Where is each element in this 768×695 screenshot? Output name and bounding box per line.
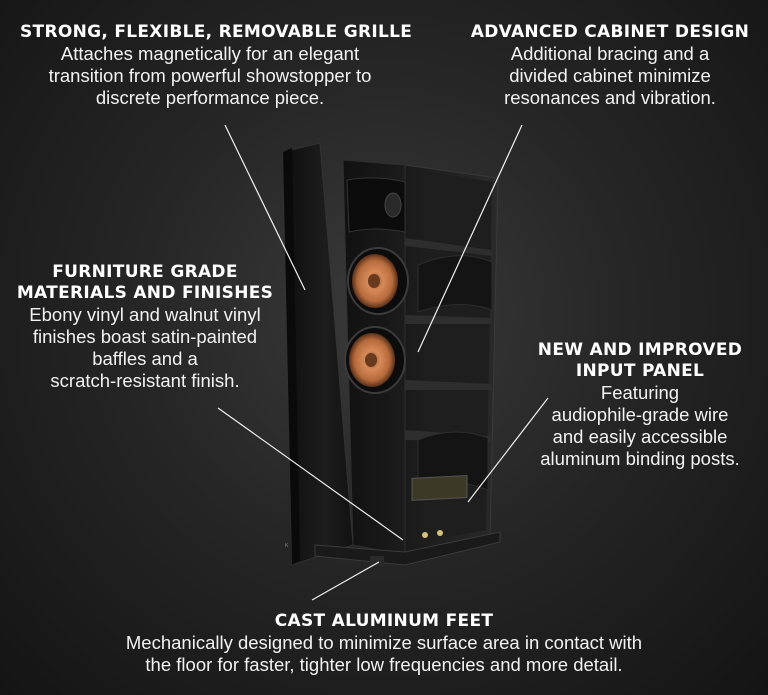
callout-input-line: aluminum binding posts. — [540, 448, 740, 469]
plinth — [314, 531, 501, 566]
callout-grille-line: Attaches magnetically for an elegant — [60, 43, 360, 64]
callout-feet-title: CAST ALUMINUM FEET — [274, 611, 494, 631]
svg-text:K: K — [285, 543, 289, 549]
tweeter — [384, 192, 402, 218]
callout-feet-line: Mechanically designed to minimize surfac… — [125, 632, 643, 653]
callout-grille-line: transition from powerful showstopper to — [48, 65, 372, 86]
callout-materials-title: MATERIALS AND FINISHES — [16, 283, 274, 303]
callout-materials-line: baffles and a — [92, 348, 198, 369]
callout-input-title: INPUT PANEL — [575, 361, 705, 381]
front-baffle — [342, 159, 409, 556]
callout-cabinet-line: resonances and vibration. — [504, 87, 716, 108]
callout-cabinet: ADVANCED CABINET DESIGN Additional braci… — [455, 22, 765, 109]
callout-feet-line: the floor for faster, tighter low freque… — [145, 654, 623, 675]
leader-lines — [217, 124, 549, 601]
callout-input-panel: NEW AND IMPROVED INPUT PANEL Featuring a… — [515, 340, 765, 470]
callout-cabinet-line: Additional bracing and a — [510, 43, 710, 64]
callout-input-title: NEW AND IMPROVED — [537, 340, 743, 360]
woofer-upper — [347, 247, 409, 315]
callout-cabinet-title: ADVANCED CABINET DESIGN — [470, 22, 750, 42]
callout-materials-line: finishes boast satin-painted — [32, 326, 258, 347]
callout-input-line: Featuring — [600, 382, 680, 403]
callout-materials-title: FURNITURE GRADE — [52, 262, 238, 282]
leader-grille — [224, 124, 306, 291]
callout-input-line: and easily accessible — [552, 426, 728, 447]
callout-grille-title: STRONG, FLEXIBLE, REMOVABLE GRILLE — [20, 22, 413, 42]
callout-materials: FURNITURE GRADE MATERIALS AND FINISHES E… — [0, 262, 290, 392]
cabinet-interior — [404, 164, 499, 556]
leader-materials — [217, 407, 404, 541]
leader-input — [467, 397, 549, 503]
callout-grille: STRONG, FLEXIBLE, REMOVABLE GRILLE Attac… — [20, 22, 413, 109]
tweeter-horn — [346, 177, 406, 233]
woofer-lower — [344, 326, 406, 394]
callout-materials-line: scratch-resistant finish. — [50, 370, 240, 391]
callout-cabinet-line: divided cabinet minimize — [509, 65, 711, 86]
grille: K — [282, 142, 354, 566]
callout-input-line: audiophile-grade wire — [551, 404, 729, 425]
leader-feet — [311, 561, 380, 601]
leader-cabinet — [417, 124, 523, 353]
callout-materials-line: Ebony vinyl and walnut vinyl — [29, 304, 261, 325]
callout-grille-line: discrete performance piece. — [95, 87, 325, 108]
callout-feet: CAST ALUMINUM FEET Mechanically designed… — [90, 611, 678, 676]
